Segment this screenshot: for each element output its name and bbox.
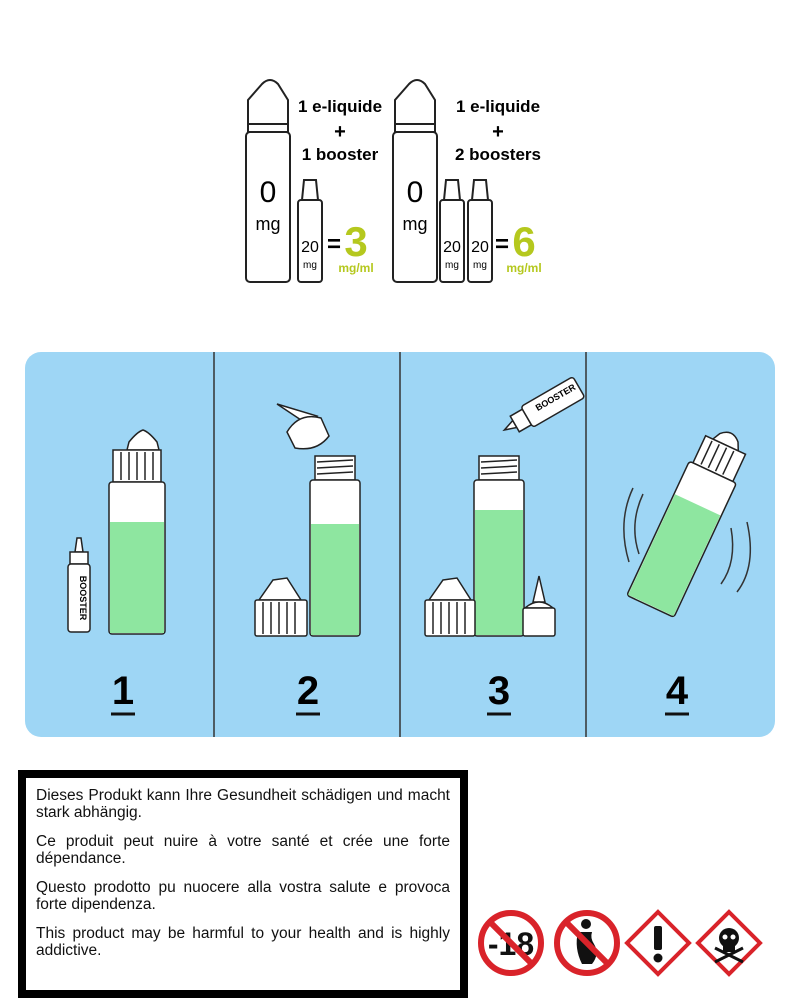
base-bottle-right (392, 78, 438, 283)
exclamation-hazard-icon (624, 909, 692, 977)
floating-cap-icon (276, 403, 330, 450)
no-pregnant-icon (554, 910, 620, 976)
step-number-2: 2 (297, 669, 319, 713)
step-number-1: 1 (112, 669, 134, 713)
base-value-left: 0 (260, 176, 277, 209)
mix-line1-right: 1 e-liquide (456, 97, 540, 116)
step-number-4: 4 (666, 669, 689, 713)
step-3: BOOSTER 3 (424, 376, 585, 716)
no-minors-icon: -18 (478, 910, 544, 976)
mix-left: 0 mg 20 mg 1 e-liquide + 1 booster = 3 m… (245, 78, 382, 283)
booster-label: BOOSTER (78, 576, 88, 621)
health-warning-box: Dieses Produkt kann Ihre Gesundheit schä… (18, 770, 468, 998)
step-number-3: 3 (488, 669, 510, 713)
booster-bottle-right-2 (467, 179, 493, 283)
mix-plus-right: + (492, 121, 504, 143)
equals-left: = (327, 231, 341, 258)
booster-bottle-left (297, 179, 323, 283)
open-bottle-icon (309, 455, 361, 637)
booster-bottle-right-1 (439, 179, 465, 283)
pouring-booster-icon (502, 376, 585, 433)
result-unit-right: mg/ml (506, 261, 541, 275)
ground-cap-icon (254, 577, 308, 637)
warning-italian: Questo prodotto pu nuocere alla vostra s… (36, 879, 450, 913)
base-unit-right: mg (402, 214, 427, 234)
regulatory-icons: -18 (478, 909, 763, 977)
result-unit-left: mg/ml (338, 261, 373, 275)
step-2: 2 (254, 403, 361, 716)
mix-line2-left: 1 booster (302, 145, 379, 164)
mix-right: 0 mg 20 mg 20 mg 1 e-liquide + 2 booster… (392, 78, 542, 283)
warning-german: Dieses Produkt kann Ihre Gesundheit schä… (36, 787, 450, 821)
mix-line1-left: 1 e-liquide (298, 97, 382, 116)
equals-right: = (495, 231, 509, 258)
base-unit-left: mg (255, 214, 280, 234)
mixing-diagram: 0 mg 20 mg 1 e-liquide + 1 booster = 3 m… (245, 78, 542, 283)
booster-unit-right-2: mg (473, 260, 487, 271)
booster-value-left: 20 (301, 239, 319, 256)
booster-bottle-icon (67, 537, 91, 633)
mix-line2-right: 2 boosters (455, 145, 541, 164)
base-value-right: 0 (407, 176, 424, 209)
booster-cap-icon (522, 575, 556, 637)
filling-bottle-icon (473, 455, 525, 637)
motion-lines (623, 487, 752, 593)
booster-value-right-2: 20 (471, 239, 489, 256)
main-bottle-icon (108, 429, 166, 635)
result-value-right: 6 (512, 218, 535, 265)
booster-unit-left: mg (303, 260, 317, 271)
warning-english: This product may be harmful to your heal… (36, 925, 450, 959)
booster-unit-right-1: mg (445, 260, 459, 271)
base-bottle-left (245, 78, 291, 283)
booster-value-right-1: 20 (443, 239, 461, 256)
ground-cap-icon-3 (424, 577, 476, 637)
result-value-left: 3 (344, 218, 367, 265)
mix-plus-left: + (334, 121, 346, 143)
steps-panel: BOOSTER 1 (25, 352, 775, 737)
warning-french: Ce produit peut nuire à votre santé et c… (36, 833, 450, 867)
step-4: 4 (623, 431, 752, 716)
shaking-bottle-icon (627, 431, 747, 618)
skull-hazard-icon (695, 909, 763, 977)
step-1: BOOSTER 1 (67, 429, 166, 716)
